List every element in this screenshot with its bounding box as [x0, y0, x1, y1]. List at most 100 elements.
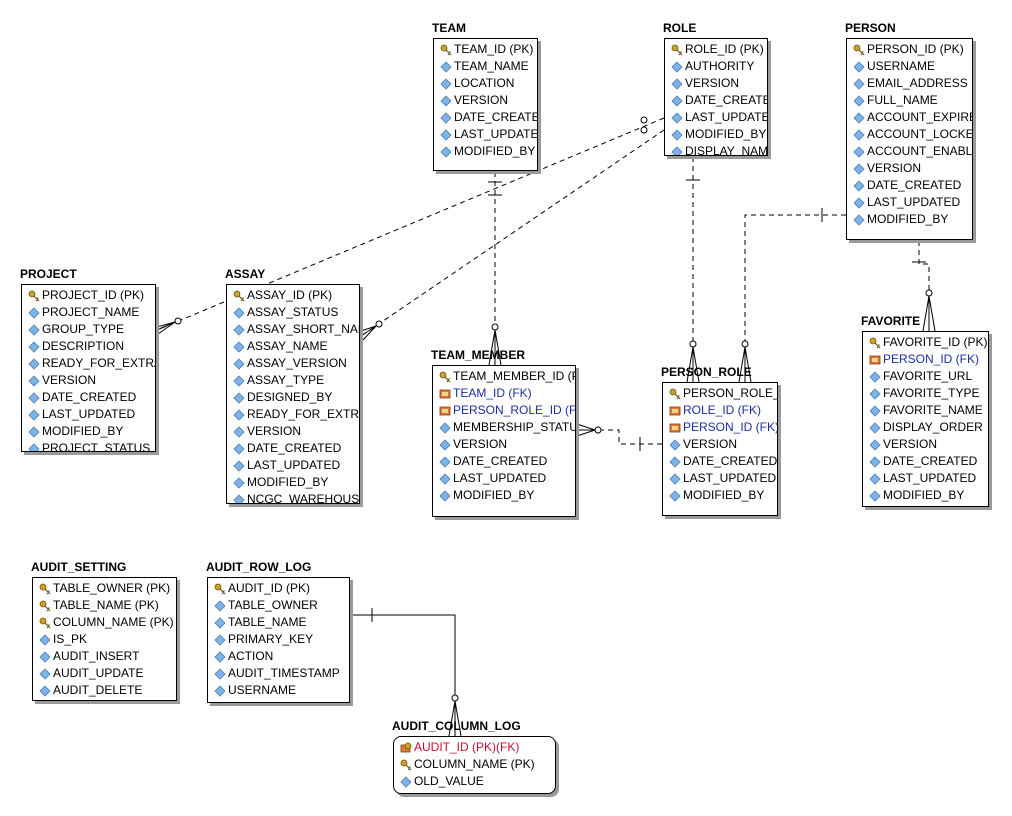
column-row[interactable]: DATE_CREATED [433, 453, 575, 470]
column-row[interactable]: FULL_NAME [847, 92, 972, 109]
column-row[interactable]: PROJECT_ID (PK) [22, 287, 155, 304]
column-row[interactable]: DATE_CREATED [663, 453, 777, 470]
column-row[interactable]: VERSION [665, 75, 767, 92]
column-row[interactable]: LAST_UPDATED [227, 457, 359, 474]
column-row[interactable]: LOCATION [434, 75, 537, 92]
column-row[interactable]: ROLE_ID (PK) [665, 41, 767, 58]
column-row[interactable]: AUTHORITY [665, 58, 767, 75]
column-row[interactable]: LAST_UPDATED [433, 470, 575, 487]
column-row[interactable]: ASSAY_STATUS [227, 304, 359, 321]
column-row[interactable]: EMAIL_ADDRESS [847, 75, 972, 92]
column-row[interactable]: TEAM_ID (PK) [434, 41, 537, 58]
column-row[interactable]: LAST_UPDATED [22, 406, 155, 423]
column-row[interactable]: FAVORITE_TYPE [863, 385, 988, 402]
column-row[interactable]: NCGC_WAREHOUSE [227, 491, 359, 503]
column-row[interactable]: VERSION [863, 436, 988, 453]
column-row[interactable]: TABLE_NAME [208, 614, 349, 631]
column-row[interactable]: PERSON_ID (PK) [847, 41, 972, 58]
column-row[interactable]: FAVORITE_URL [863, 368, 988, 385]
column-row[interactable]: AUDIT_ID (PK)(FK) [394, 739, 555, 756]
column-row[interactable]: LAST_UPDATE [434, 126, 537, 143]
column-row[interactable]: MEMBERSHIP_STATUS [433, 419, 575, 436]
column-row[interactable]: ASSAY_SHORT_NAM [227, 321, 359, 338]
column-row[interactable]: ROLE_ID (FK) [663, 402, 777, 419]
column-row[interactable]: ASSAY_ID (PK) [227, 287, 359, 304]
column-row[interactable]: MODIFIED_BY [847, 211, 972, 228]
column-row[interactable]: AUDIT_ID (PK) [208, 580, 349, 597]
column-row[interactable]: COLUMN_NAME (PK) [33, 614, 176, 631]
column-row[interactable]: DATE_CREATED [227, 440, 359, 457]
column-row[interactable]: ACCOUNT_EXPIRE [847, 109, 972, 126]
column-row[interactable]: DESCRIPTION [22, 338, 155, 355]
column-row[interactable]: MODIFIED_BY [663, 487, 777, 504]
column-row[interactable]: AUDIT_DELETE [33, 682, 176, 699]
column-row[interactable]: TABLE_OWNER [208, 597, 349, 614]
column-row[interactable]: COLUMN_NAME (PK) [394, 756, 555, 773]
column-row[interactable]: DESIGNED_BY [227, 389, 359, 406]
column-row[interactable]: PERSON_ID (FK) [663, 419, 777, 436]
column-row[interactable]: ASSAY_NAME [227, 338, 359, 355]
column-row[interactable]: TEAM_NAME [434, 58, 537, 75]
column-row[interactable]: ACCOUNT_LOCKE [847, 126, 972, 143]
column-row[interactable]: ACTION [208, 648, 349, 665]
column-row[interactable]: MODIFIED_BY [227, 474, 359, 491]
column-row[interactable]: PROJECT_STATUS [22, 440, 155, 451]
column-row[interactable]: PRIMARY_KEY [208, 631, 349, 648]
column-row[interactable]: DATE_CREATED [863, 453, 988, 470]
column-row[interactable]: TEAM_ID (FK) [433, 385, 575, 402]
column-row[interactable]: AUDIT_UPDATE [33, 665, 176, 682]
column-row[interactable]: VERSION [663, 436, 777, 453]
column-row[interactable]: LAST_UPDATE [665, 109, 767, 126]
column-row[interactable]: DISPLAY_NAME [665, 143, 767, 155]
column-row[interactable]: MODIFIED_BY [434, 143, 537, 160]
column-row[interactable]: DATE_CREATE [665, 92, 767, 109]
column-row[interactable]: PERSON_ROLE_ID (FK) [433, 402, 575, 419]
column-row[interactable]: PROJECT_NAME [22, 304, 155, 321]
column-row[interactable]: LAST_UPDATED [663, 470, 777, 487]
column-row[interactable]: IS_PK [33, 631, 176, 648]
column-row[interactable]: LAST_UPDATED [863, 470, 988, 487]
column-row[interactable]: MODIFIED_BY [22, 423, 155, 440]
column-row[interactable]: DISPLAY_ORDER [863, 419, 988, 436]
column-row[interactable]: PERSON_ROLE_ID (PK) [663, 385, 777, 402]
column-row[interactable]: PERSON_ID (FK) [863, 351, 988, 368]
column-row[interactable]: VERSION [433, 436, 575, 453]
column-row[interactable]: TABLE_OWNER (PK) [33, 580, 176, 597]
column-row[interactable]: AUDIT_INSERT [33, 648, 176, 665]
column-row[interactable]: OLD_VALUE [394, 773, 555, 790]
column-row[interactable]: ASSAY_VERSION [227, 355, 359, 372]
column-row[interactable]: MODIFIED_BY [863, 487, 988, 504]
column-row[interactable]: VERSION [227, 423, 359, 440]
column-row[interactable]: VERSION [22, 372, 155, 389]
column-row[interactable]: DATE_CREATE [434, 109, 537, 126]
column-row[interactable]: GROUP_TYPE [22, 321, 155, 338]
column-row[interactable]: VERSION [434, 92, 537, 109]
column-row[interactable]: FAVORITE_NAME [863, 402, 988, 419]
column-row[interactable]: TEAM_MEMBER_ID (PK) [433, 368, 575, 385]
column-row[interactable]: USERNAME [847, 58, 972, 75]
column-row[interactable]: TABLE_NAME (PK) [33, 597, 176, 614]
column-row[interactable]: MODIFIED_BY [665, 126, 767, 143]
column-row[interactable]: LAST_UPDATED [847, 194, 972, 211]
column-row[interactable]: DATE_CREATED [847, 177, 972, 194]
column-row[interactable]: MODIFIED_BY [433, 487, 575, 504]
column-row[interactable]: USERNAME [208, 682, 349, 699]
column-row[interactable]: ACCOUNT_ENABLE [847, 143, 972, 160]
column-row[interactable]: READY_FOR_EXTRA [227, 406, 359, 423]
column-row[interactable]: VERSION [847, 160, 972, 177]
column-row[interactable]: FAVORITE_ID (PK) [863, 334, 988, 351]
column-row[interactable]: AUDIT_TIMESTAMP [208, 665, 349, 682]
column-row[interactable]: DATE_CREATED [22, 389, 155, 406]
column-row[interactable]: ASSAY_TYPE [227, 372, 359, 389]
column-row[interactable]: READY_FOR_EXTRA [22, 355, 155, 372]
